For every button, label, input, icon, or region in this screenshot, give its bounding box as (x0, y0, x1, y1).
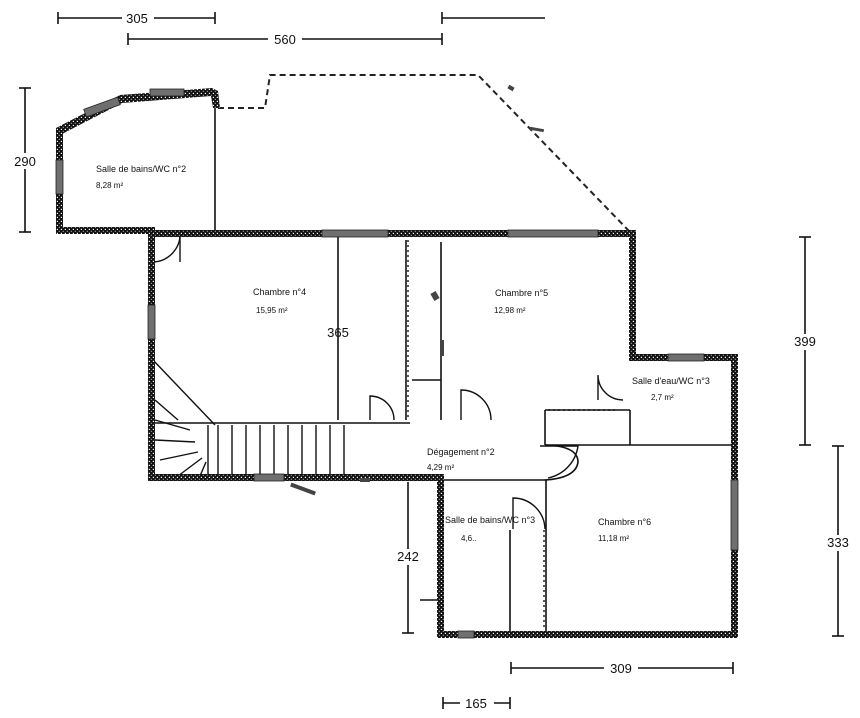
corridor-end (544, 444, 579, 481)
room-name-sdb2: Salle de bains/WC n°2 (96, 164, 186, 174)
room-name-sdb3: Salle de bains/WC n°3 (445, 515, 535, 525)
staircase (152, 359, 345, 477)
dim-right-399: 399 (794, 334, 816, 349)
room-area-se3: 2,7 m² (651, 393, 674, 402)
dimension-labels: 305 560 290 399 333 242 309 165 (10, 10, 856, 711)
dim-top-305: 305 (126, 11, 148, 26)
room-area-ch5: 12,98 m² (494, 306, 526, 315)
room-name-ch6: Chambre n°6 (598, 517, 651, 527)
dim-lower-242: 242 (397, 549, 419, 564)
room-name-ch5: Chambre n°5 (495, 288, 548, 298)
dim-interior-365: 365 (327, 325, 349, 340)
room-name-deg2: Dégagement n°2 (427, 447, 495, 457)
window-ch4-left (147, 304, 156, 340)
window-sdb3-bottom (457, 630, 475, 639)
room-area-ch6: 11,18 m² (598, 534, 629, 543)
room-area-sdb2: 8,28 m² (96, 181, 123, 190)
dim-right-333: 333 (827, 535, 849, 550)
window-se3-top (667, 353, 705, 362)
window-sdb2-top2 (149, 88, 185, 97)
window-sdb2-left (55, 159, 64, 195)
scan-marks (290, 84, 545, 496)
door-swings (151, 231, 624, 601)
terrace-outline (218, 74, 631, 233)
room-labels: Salle de bains/WC n°2 8,28 m² Chambre n°… (96, 164, 710, 543)
dotted-lines (407, 240, 615, 630)
dim-bottom-309: 309 (610, 661, 632, 676)
dim-top-560: 560 (274, 32, 296, 47)
room-area-sdb3: 4,6.. (461, 534, 477, 543)
window-stair-bottom (253, 473, 285, 482)
room-name-ch4: Chambre n°4 (253, 287, 306, 297)
room-name-se3: Salle d'eau/WC n°3 (632, 376, 710, 386)
room-area-deg2: 4,29 m² (427, 463, 454, 472)
windows (55, 88, 739, 639)
interior-partitions (153, 92, 735, 632)
window-sdb2-top (83, 96, 121, 118)
window-ch5-top (507, 229, 599, 238)
window-ch4-top (321, 229, 389, 238)
room-area-ch4: 15,95 m² (256, 306, 288, 315)
dim-left-290: 290 (14, 154, 36, 169)
window-ch6-right (730, 479, 739, 551)
dim-bottom-165: 165 (465, 696, 487, 711)
